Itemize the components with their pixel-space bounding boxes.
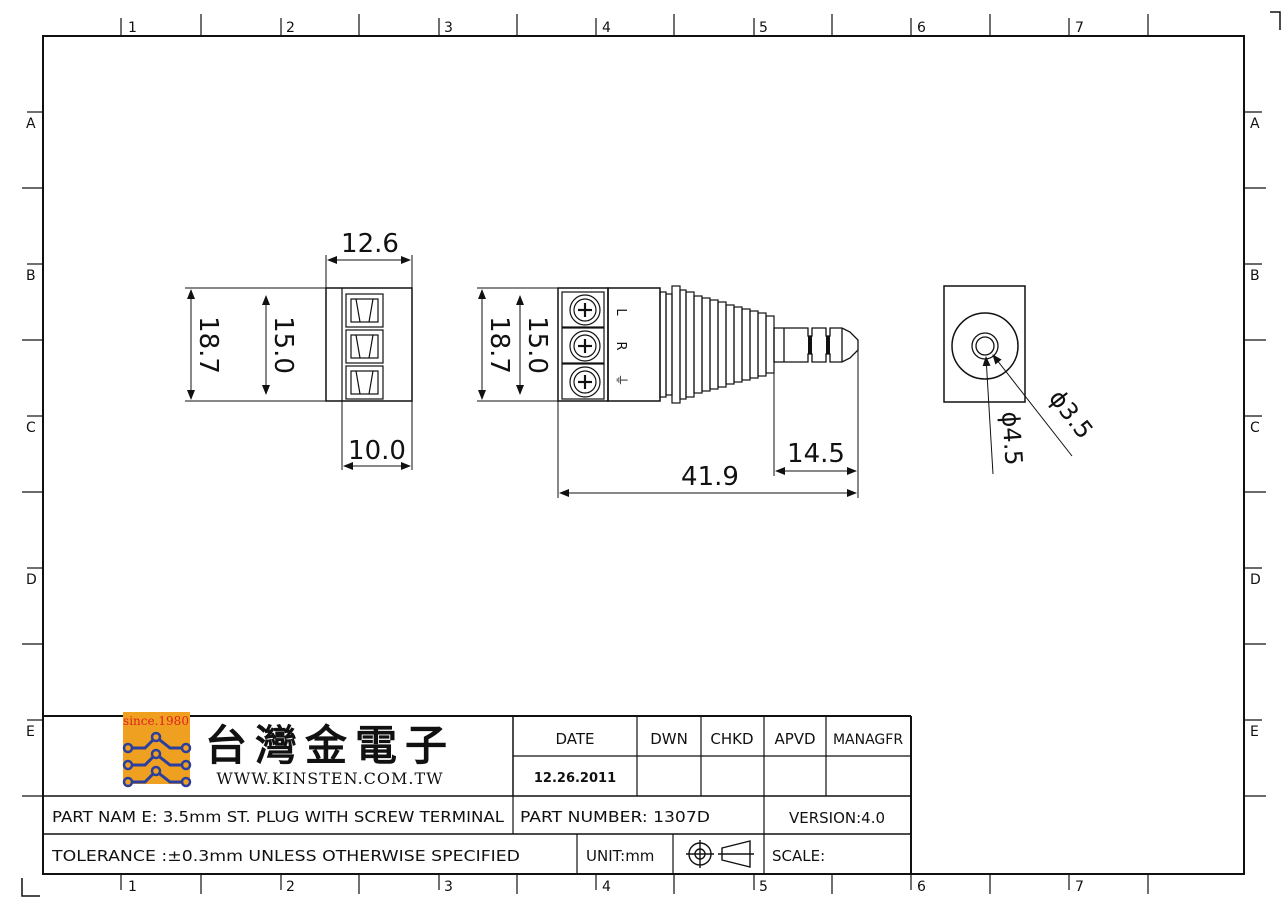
kinsten-logo: since.1980 台灣金電子 WWW.KINSTEN.COM.TW bbox=[122, 712, 455, 788]
terminal-block-side-view: 12.6 18.7 15.0 10.0 bbox=[185, 229, 413, 470]
ruler-labels: 1 2 3 4 5 6 7 1 2 3 4 5 6 7 A B C D E A … bbox=[26, 20, 1261, 895]
dim-block-depth: 10.0 bbox=[348, 436, 406, 466]
logo-circuit-nodes bbox=[122, 731, 192, 788]
part-number: PART NUMBER: 1307D bbox=[520, 808, 710, 826]
ruler-ticks bbox=[22, 14, 1266, 894]
dim-block-width: 12.6 bbox=[341, 229, 399, 259]
ruler-col-bottom: 3 bbox=[444, 879, 453, 895]
dwn-label: DWN bbox=[650, 730, 688, 748]
ruler-col-bottom: 2 bbox=[286, 879, 295, 895]
ruler-col-top: 3 bbox=[444, 20, 453, 36]
ruler-row-right: D bbox=[1250, 572, 1261, 588]
unit: UNIT:mm bbox=[586, 847, 654, 865]
company-website: WWW.KINSTEN.COM.TW bbox=[216, 769, 443, 788]
ruler-col-top: 6 bbox=[917, 20, 926, 36]
ruler-row-right: E bbox=[1250, 724, 1259, 740]
plug-side-view: L R ⏚ bbox=[477, 285, 859, 498]
terminal-label-ground: ⏚ bbox=[613, 373, 628, 386]
plug-front-view: ϕ3.5 ϕ4.5 bbox=[943, 285, 1099, 475]
ruler-col-bottom: 7 bbox=[1075, 879, 1084, 895]
ruler-col-top: 7 bbox=[1075, 20, 1084, 36]
title-block-text: DATE 12.26.2011 DWN CHKD APVD MANAGFR PA… bbox=[51, 730, 903, 865]
drawing-frame bbox=[21, 11, 1281, 897]
apvd-label: APVD bbox=[774, 730, 815, 748]
ruler-col-top: 5 bbox=[759, 20, 768, 36]
part-name: PART NAM E: 3.5mm ST. PLUG WITH SCREW TE… bbox=[52, 808, 505, 826]
dim-dia-outer: ϕ4.5 bbox=[996, 410, 1028, 466]
version: VERSION:4.0 bbox=[789, 809, 885, 827]
ruler-col-top: 4 bbox=[602, 20, 611, 36]
date-label: DATE bbox=[555, 730, 594, 748]
ruler-row-left: D bbox=[26, 572, 37, 588]
scale: SCALE: bbox=[772, 847, 825, 865]
ruler-col-bottom: 6 bbox=[917, 879, 926, 895]
chkd-label: CHKD bbox=[710, 730, 753, 748]
logo-since-strip bbox=[123, 712, 190, 728]
dim-block-height-outer: 18.7 bbox=[193, 316, 223, 374]
ruler-row-left: A bbox=[26, 116, 36, 132]
dim-total-length: 41.9 bbox=[681, 462, 739, 492]
ruler-row-left: E bbox=[26, 724, 35, 740]
ruler-row-left: C bbox=[26, 420, 36, 436]
ruler-col-top: 1 bbox=[128, 20, 137, 36]
ruler-row-left: B bbox=[26, 268, 36, 284]
managfr-label: MANAGFR bbox=[833, 732, 903, 748]
dim-plug-height-outer: 18.7 bbox=[484, 316, 514, 374]
date-value: 12.26.2011 bbox=[534, 771, 616, 786]
logo-since: since.1980 bbox=[123, 714, 189, 728]
ruler-col-bottom: 1 bbox=[128, 879, 137, 895]
ruler-col-bottom: 4 bbox=[602, 879, 611, 895]
projection-symbol-icon bbox=[686, 840, 754, 868]
dim-tip-length: 14.5 bbox=[787, 439, 845, 469]
ruler-col-bottom: 5 bbox=[759, 879, 768, 895]
dim-plug-height-inner: 15.0 bbox=[522, 316, 552, 374]
dim-dia-inner: ϕ3.5 bbox=[1043, 384, 1098, 444]
terminal-label-l: L bbox=[613, 308, 628, 316]
ruler-row-right: B bbox=[1250, 268, 1260, 284]
ruler-row-right: A bbox=[1250, 116, 1260, 132]
terminal-label-r: R bbox=[613, 341, 628, 350]
tolerance: TOLERANCE :±0.3mm UNLESS OTHERWISE SPECI… bbox=[51, 847, 520, 865]
ruler-row-right: C bbox=[1250, 420, 1260, 436]
dim-block-height-inner: 15.0 bbox=[268, 316, 298, 374]
company-name-cn: 台灣金電子 bbox=[205, 721, 455, 770]
ruler-col-top: 2 bbox=[286, 20, 295, 36]
